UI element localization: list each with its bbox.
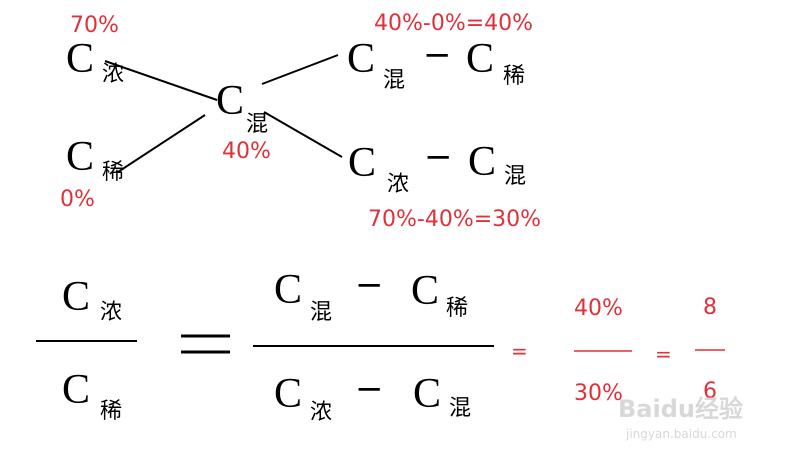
subscript-nong: 浓 [102,62,125,87]
c-letter: C [468,139,497,185]
line-hun-to-top [261,54,339,85]
bottom-difference-label: 70%-40%=30% [368,207,542,232]
top-difference-label: 40%-0%=40% [374,11,534,36]
subscript-xi: 稀 [446,296,469,321]
denominator-percent: 30% [574,381,623,406]
subscript-hun: 混 [246,112,269,137]
c-letter: C [347,36,376,82]
minus-sign: − [424,137,453,177]
subscript-xi: 稀 [100,399,123,424]
c-letter: C [62,274,91,320]
equals-small-1: = [511,339,528,363]
numerator-simplified: 8 [703,295,717,320]
line-hun-to-bottom [263,111,343,158]
c-letter: C [66,134,95,180]
c-letter: C [216,78,245,124]
subscript-hun: 混 [310,300,333,325]
subscript-xi: 稀 [102,160,125,185]
c-letter: C [66,36,95,82]
equals-small-2: = [655,342,672,366]
subscript-hun: 混 [449,396,472,421]
c-letter: C [62,367,91,413]
line-nong-to-hun [104,60,218,101]
value-c-hun: 40% [222,139,271,164]
c-letter: C [274,267,303,313]
value-c-xi: 0% [60,187,95,212]
c-letter: C [411,268,440,314]
watermark-url: jingyan.baidu.com [626,427,737,441]
denominator-simplified: 6 [703,379,717,404]
c-letter: C [466,36,495,82]
minus-sign: − [355,265,384,305]
minus-sign: − [423,35,452,75]
c-letter: C [274,371,303,417]
subscript-nong: 浓 [100,300,123,325]
subscript-hun: 混 [504,164,527,189]
subscript-hun: 混 [383,68,406,93]
numerator-percent: 40% [574,296,623,321]
line-xi-to-hun [117,114,206,173]
watermark-brand: Baidu经验 [618,395,743,423]
value-c-nong: 70% [70,13,119,38]
c-letter: C [348,140,377,186]
minus-sign: − [355,369,384,409]
subscript-nong: 浓 [310,400,333,425]
subscript-xi: 稀 [503,64,526,89]
c-letter: C [413,371,442,417]
subscript-nong: 浓 [387,172,410,197]
